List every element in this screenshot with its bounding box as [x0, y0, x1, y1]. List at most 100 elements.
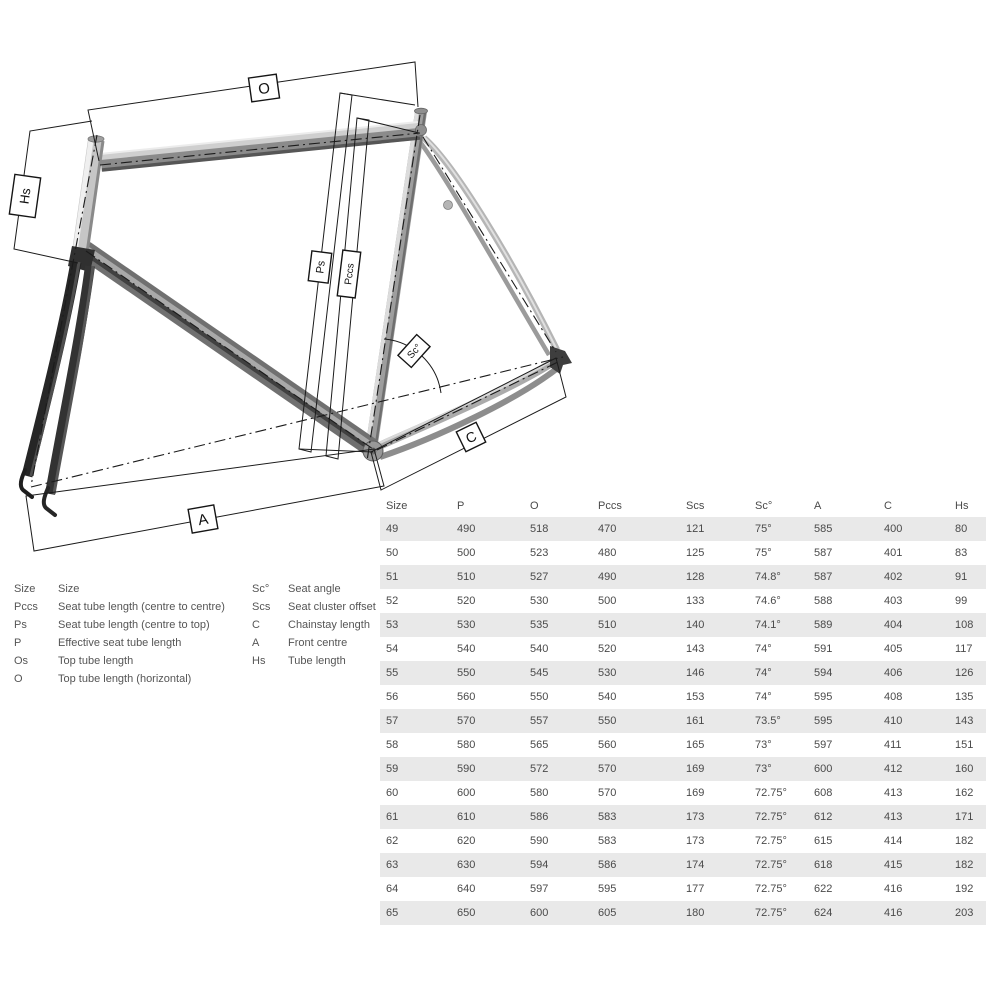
legend-description: Seat angle — [288, 583, 341, 595]
legend-item: Scs Seat cluster offset — [252, 598, 376, 616]
dim-projection — [298, 448, 374, 453]
table-cell: 58 — [386, 739, 399, 751]
legend-description: Seat tube length (centre to top) — [58, 619, 210, 631]
table-cell: 590 — [530, 835, 549, 847]
dim-pccs-band — [325, 117, 370, 460]
table-cell: 416 — [884, 883, 903, 895]
table-cell: 630 — [454, 853, 527, 877]
table-cell: 72.75° — [752, 901, 811, 925]
table-cell: 73° — [755, 739, 772, 751]
svg-text:Hs: Hs — [16, 187, 33, 205]
table-cell: 595 — [598, 883, 617, 895]
legend-key: P — [14, 637, 22, 649]
table-cell: 594 — [811, 661, 881, 685]
table-cell: 413 — [884, 787, 903, 799]
table-cell: 560 — [598, 739, 617, 751]
table-cell: 74° — [755, 691, 772, 703]
table-cell: 590 — [454, 757, 527, 781]
seatstay-bridge — [443, 200, 453, 210]
table-cell: 169 — [686, 787, 705, 799]
table-cell: 570 — [454, 709, 527, 733]
table-cell: 74.8° — [752, 565, 811, 589]
table-cell: 622 — [814, 883, 833, 895]
table-cell: 177 — [686, 883, 705, 895]
table-cell: 151 — [955, 739, 974, 751]
table-cell: 121 — [683, 517, 752, 541]
dimension-label-hs: Hs — [8, 173, 42, 219]
legend-key: A — [252, 637, 260, 649]
legend-description: Tube length — [288, 655, 346, 667]
table-cell: 530 — [454, 613, 527, 637]
table-cell: 518 — [527, 517, 595, 541]
table-cell: 49 — [380, 517, 454, 541]
table-cell: 557 — [527, 709, 595, 733]
table-cell: 510 — [454, 565, 527, 589]
table-cell: 169 — [683, 757, 752, 781]
table-cell: 572 — [527, 757, 595, 781]
table-cell: 520 — [457, 595, 476, 607]
table-cell: 500 — [598, 595, 617, 607]
dimension-label-a: A — [187, 504, 219, 534]
table-cell: 480 — [598, 547, 617, 559]
table-cell: 74.6° — [755, 595, 781, 607]
column-header: O — [530, 499, 539, 512]
legend-description: Chainstay length — [288, 619, 370, 631]
dim-projection — [339, 92, 416, 106]
table-cell: 174 — [683, 853, 752, 877]
table-cell: 72.75° — [755, 835, 787, 847]
legend-description: Seat cluster offset — [288, 601, 376, 613]
centerlines — [30, 114, 564, 488]
dimension-label-c: C — [455, 421, 487, 453]
table-cell: 56 — [386, 691, 399, 703]
table-cell: 410 — [881, 709, 952, 733]
table-cell: 57 — [380, 709, 454, 733]
table-cell: 403 — [884, 595, 903, 607]
column-header: Scs — [686, 499, 705, 512]
legend-description: Front centre — [288, 637, 348, 649]
table-cell: 414 — [884, 835, 903, 847]
legend-key: Scs — [252, 601, 271, 613]
table-cell: 412 — [881, 757, 952, 781]
table-cell: 600 — [457, 787, 476, 799]
table-cell: 545 — [527, 661, 595, 685]
table-cell: 162 — [955, 787, 974, 799]
column-header: Size — [386, 499, 408, 512]
table-cell: 640 — [457, 883, 476, 895]
legend-key: Sc° — [252, 583, 270, 595]
table-cell: 160 — [952, 757, 986, 781]
table-cell: 203 — [952, 901, 986, 925]
table-cell: 182 — [955, 835, 974, 847]
table-cell: 52 — [386, 595, 399, 607]
table-cell: 610 — [454, 805, 527, 829]
table-cell: 75° — [752, 517, 811, 541]
table-cell: 550 — [530, 691, 549, 703]
table-cell: 192 — [955, 883, 974, 895]
legend-key: Pccs — [14, 601, 38, 613]
dim-c-band — [370, 357, 567, 491]
table-cell: 624 — [811, 901, 881, 925]
table-cell: 62 — [386, 835, 399, 847]
dim-projection — [356, 117, 420, 134]
table-cell: 650 — [454, 901, 527, 925]
table-cell: 587 — [811, 565, 881, 589]
dimension-label-ps: Ps — [307, 250, 333, 284]
table-cell: 597 — [814, 739, 833, 751]
table-cell: 565 — [530, 739, 549, 751]
